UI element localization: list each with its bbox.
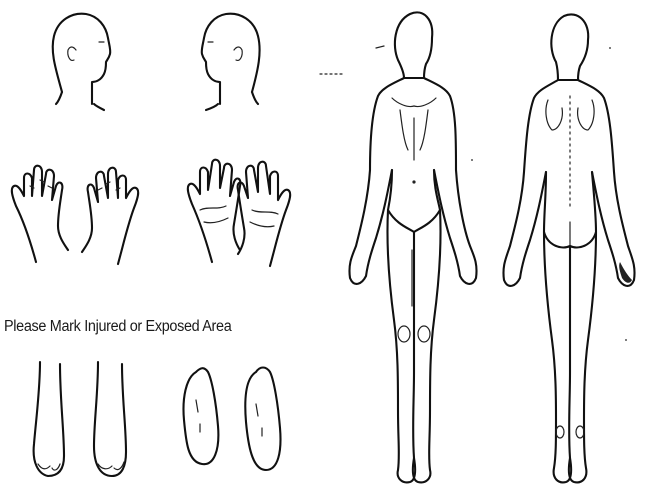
- hand-right-palm-diagram[interactable]: [238, 162, 291, 266]
- head-right-profile-diagram[interactable]: [53, 14, 111, 110]
- hand-right-back-diagram[interactable]: [82, 168, 138, 264]
- foot-right-top-diagram[interactable]: [94, 362, 126, 476]
- body-front-diagram[interactable]: [349, 12, 476, 482]
- foot-right-sole-diagram[interactable]: [245, 368, 280, 471]
- head-left-profile-diagram[interactable]: [202, 14, 260, 110]
- foot-left-top-diagram[interactable]: [34, 362, 64, 476]
- hand-left-palm-diagram[interactable]: [188, 160, 241, 262]
- foot-left-sole-diagram[interactable]: [184, 368, 219, 464]
- body-back-diagram[interactable]: [503, 14, 634, 482]
- hand-left-back-diagram[interactable]: [12, 166, 68, 262]
- instruction-label: Please Mark Injured or Exposed Area: [4, 316, 274, 338]
- scan-artifacts: [320, 46, 627, 341]
